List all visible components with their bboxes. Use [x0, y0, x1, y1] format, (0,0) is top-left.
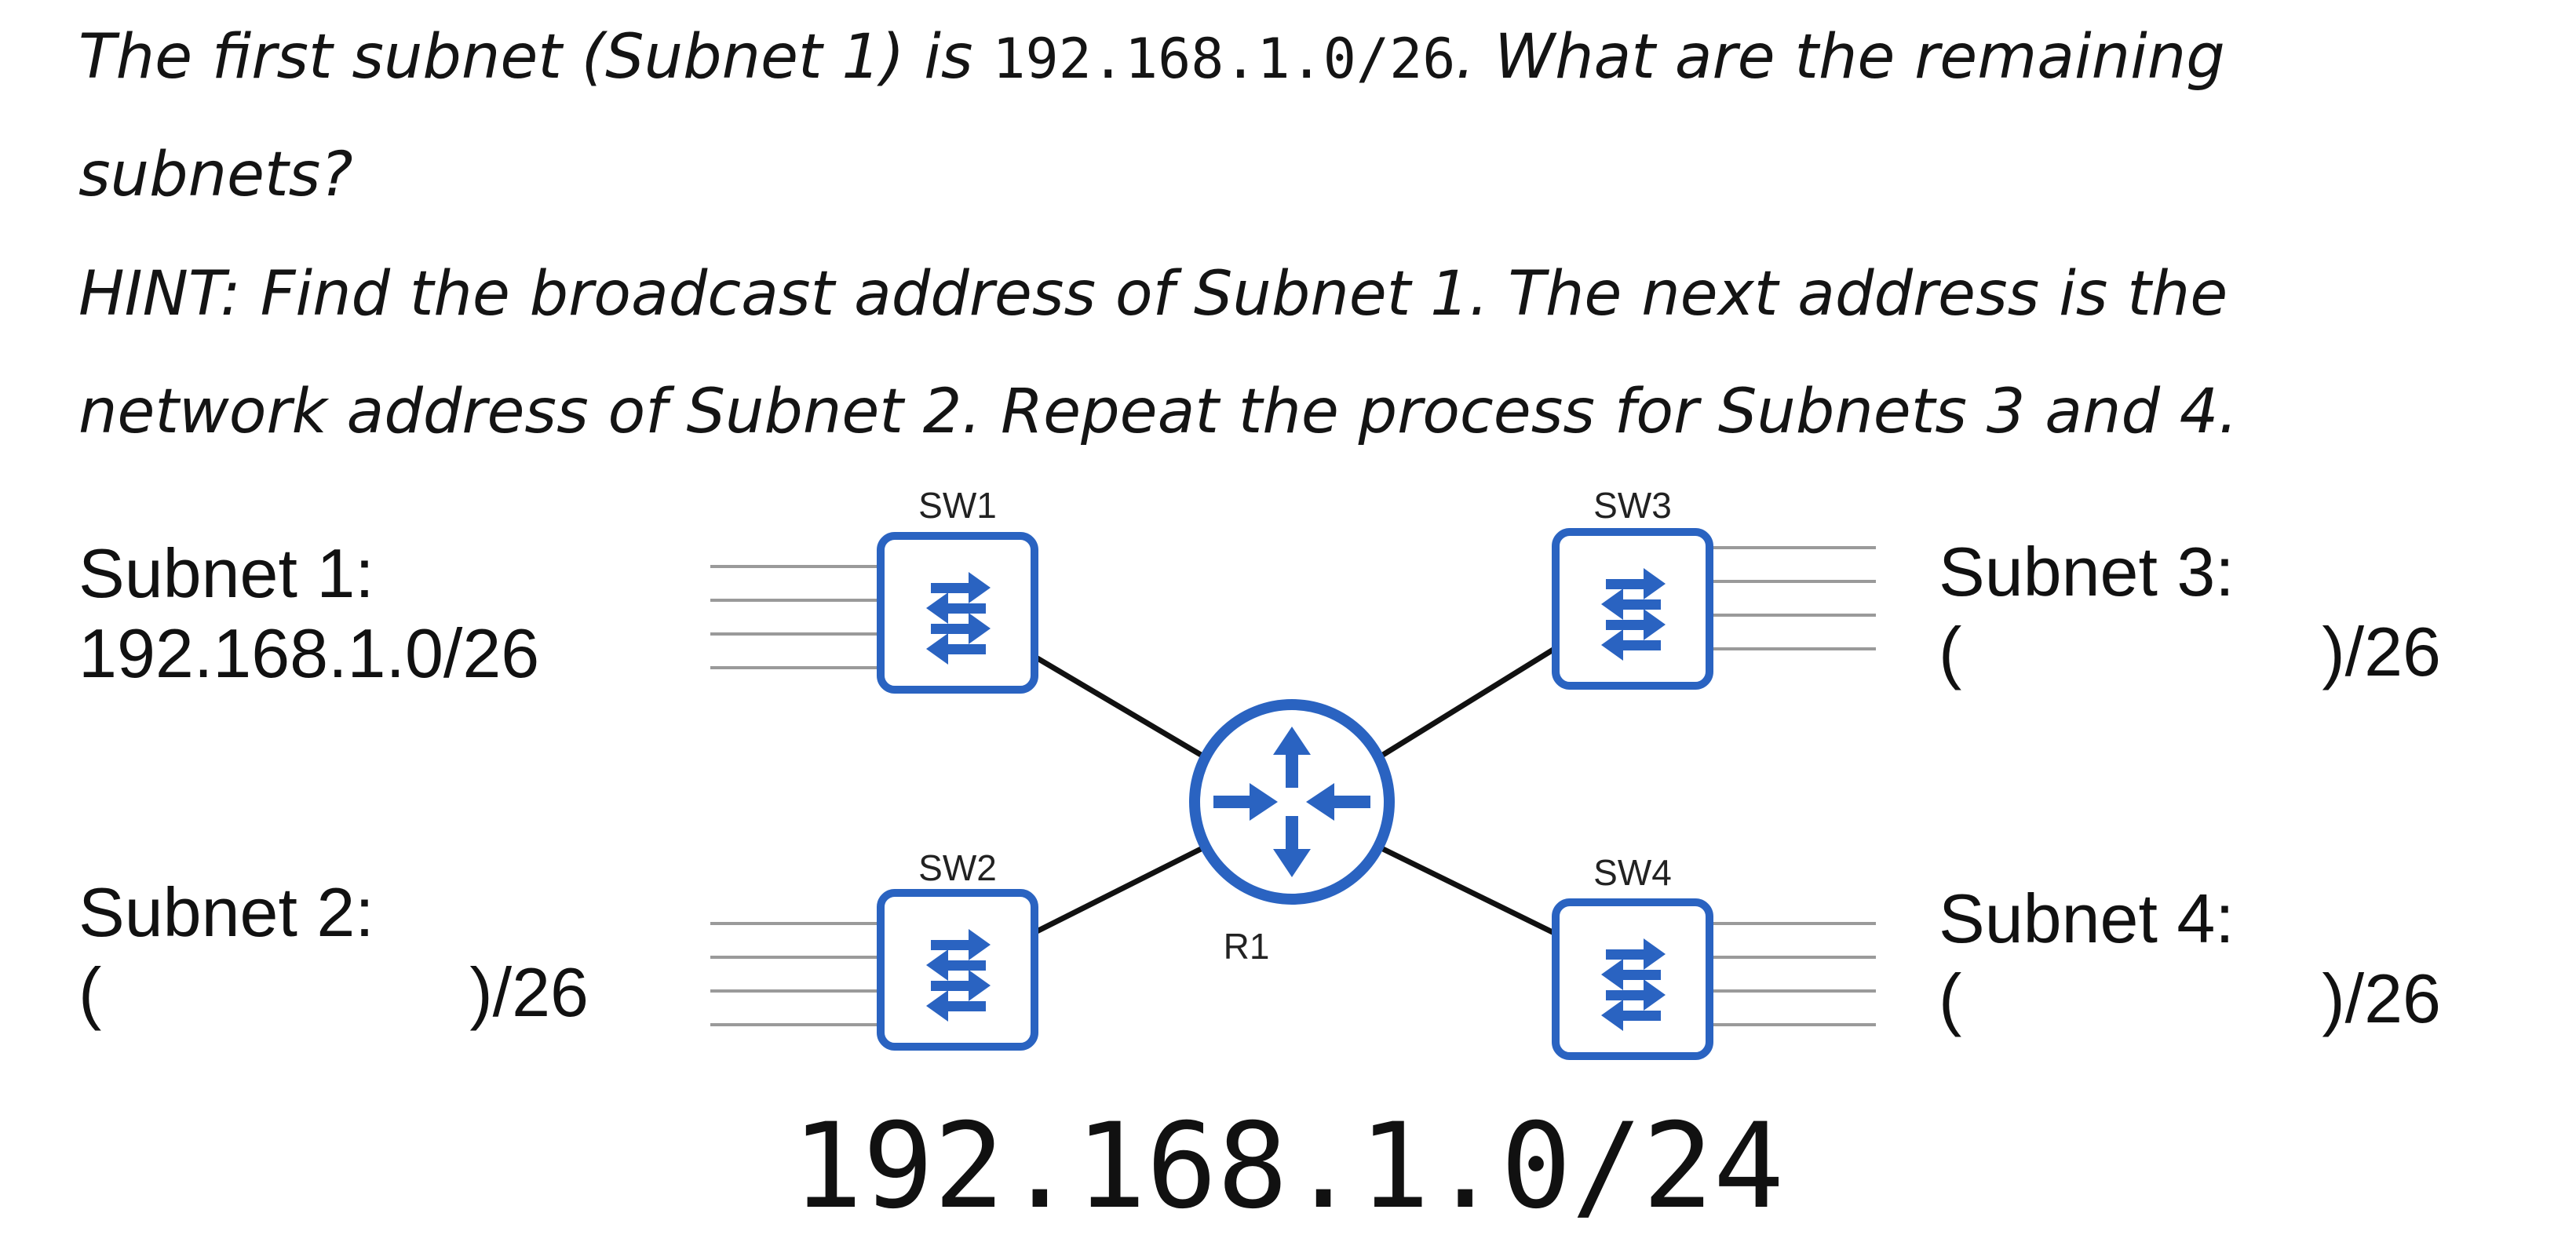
subnet-2-label: Subnet 2: [78, 873, 374, 951]
host-lines-sw4 [1703, 922, 1876, 1026]
subnet-4-answer: ( )/26 [1939, 959, 2441, 1039]
switch-sw4-icon [1556, 902, 1709, 1056]
sw4-label: SW4 [1593, 852, 1672, 893]
network-address: 192.168.1.0/24 [791, 1098, 1785, 1235]
subnet-2-suffix: )/26 [469, 953, 589, 1031]
hint-line-1: HINT: Find the broadcast address of Subn… [78, 259, 2228, 330]
question-network: 192.168.1.0/26 [992, 27, 1456, 91]
host-lines-sw3 [1703, 546, 1876, 650]
switch-sw3-icon [1556, 532, 1709, 686]
switch-sw2-icon [881, 893, 1034, 1047]
subnet-4-suffix: )/26 [2322, 960, 2441, 1037]
sw3-label: SW3 [1593, 485, 1672, 526]
subnet-1-block: Subnet 1: 192.168.1.0/26 [78, 534, 539, 694]
question-line-1: The first subnet (Subnet 1) is 192.168.1… [78, 22, 2225, 93]
subnet-4-block: Subnet 4: ( )/26 [1939, 879, 2441, 1039]
subnet-3-suffix: )/26 [2322, 613, 2441, 690]
subnet-4-open-paren: ( [1939, 960, 1962, 1037]
sw2-label: SW2 [918, 847, 997, 888]
subnet-2-open-paren: ( [78, 953, 102, 1031]
subnet-4-label: Subnet 4: [1939, 880, 2235, 957]
subnet-3-label: Subnet 3: [1939, 533, 2235, 610]
router-label: R1 [1224, 926, 1270, 967]
subnet-2-block: Subnet 2: ( )/26 [78, 873, 589, 1033]
question-line-2: subnets? [78, 140, 353, 210]
hint-line-2: network address of Subnet 2. Repeat the … [78, 377, 2238, 447]
switch-sw1-icon [881, 536, 1034, 690]
router-r1-icon [1189, 699, 1395, 905]
subnet-3-answer: ( )/26 [1939, 612, 2441, 692]
host-lines-sw2 [710, 922, 883, 1026]
host-lines-sw1 [710, 565, 883, 669]
subnet-3-open-paren: ( [1939, 613, 1962, 690]
subnet-3-block: Subnet 3: ( )/26 [1939, 532, 2441, 692]
subnet-2-answer: ( )/26 [78, 953, 589, 1033]
router-links [1031, 646, 1557, 937]
sw1-label: SW1 [918, 485, 997, 526]
subnet-1-value: 192.168.1.0/26 [78, 614, 540, 692]
subnet-1-label: Subnet 1: [78, 534, 374, 612]
